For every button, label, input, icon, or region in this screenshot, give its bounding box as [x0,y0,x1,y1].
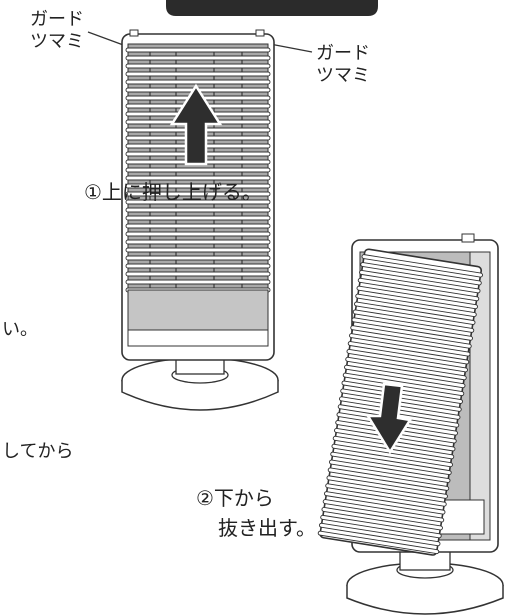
guard-knob-label-right-line2: ツマミ [316,65,370,86]
up-arrow [169,83,223,166]
step1-instruction: ①上に押し上げる。 [84,180,262,204]
guard-knob-label-right-line1: ガード [316,43,370,64]
down-arrow [365,382,413,455]
guard-knob-label-left-line1: ガード [30,9,84,30]
edge-text-1: い。 [2,319,38,340]
guard-knob-label-left-line2: ツマミ [30,31,84,52]
step2-instruction-line2: 抜き出す。 [218,516,316,540]
edge-text-2: してから [2,441,74,462]
step2-instruction-line1: ②下から [196,486,274,510]
top-banner-bar [166,0,378,16]
heater-1 [121,29,279,411]
heater-2 [317,233,504,615]
